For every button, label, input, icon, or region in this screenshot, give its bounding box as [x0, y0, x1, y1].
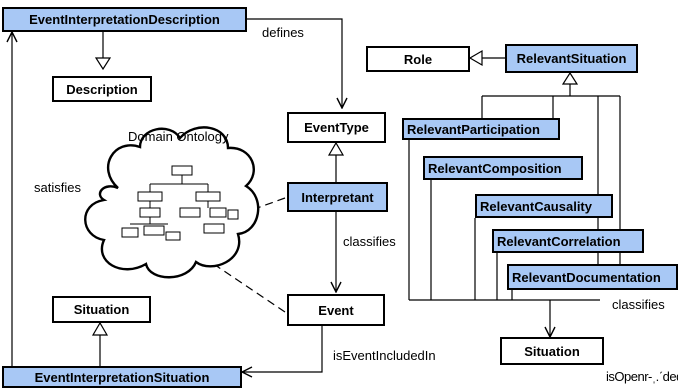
box-event-interpretation-description[interactable]: EventInterpretationDescription: [2, 7, 247, 32]
box-role[interactable]: Role: [366, 46, 470, 72]
cloud-icon: [84, 126, 260, 279]
label-classifies-right: classifies: [612, 297, 665, 312]
box-event-type[interactable]: EventType: [287, 112, 386, 143]
classifies-right-link: [409, 299, 600, 337]
box-description[interactable]: Description: [52, 76, 152, 102]
generalization-eis-situation: [91, 321, 109, 366]
generalization-eid-description: [94, 31, 112, 71]
defines-link: [247, 18, 342, 108]
box-situation-right[interactable]: Situation: [500, 337, 604, 365]
box-relevant-situation[interactable]: RelevantSituation: [505, 44, 638, 73]
box-relevant-causality[interactable]: RelevantCausality: [475, 194, 613, 218]
box-relevant-participation[interactable]: RelevantParticipation: [402, 118, 560, 140]
box-relevant-correlation[interactable]: RelevantCorrelation: [492, 229, 644, 253]
generalization-relsit-role: [468, 49, 505, 67]
generalization-interpretant-eventtype: [327, 141, 345, 182]
box-relevant-documentation[interactable]: RelevantDocumentation: [507, 264, 678, 290]
box-interpretant[interactable]: Interpretant: [287, 182, 388, 212]
is-event-included-in-link: [242, 326, 323, 372]
box-situation-left[interactable]: Situation: [52, 296, 151, 323]
box-relevant-composition[interactable]: RelevantComposition: [423, 156, 583, 180]
box-event-interpretation-situation[interactable]: EventInterpretationSituation: [2, 366, 242, 388]
label-is-event-included-in-clipped: isOpenr‐ˌ.ˊdedIr: [606, 369, 678, 384]
label-classifies-center: classifies: [343, 234, 396, 249]
label-defines: defines: [262, 25, 304, 40]
box-event[interactable]: Event: [287, 294, 385, 326]
label-is-event-included-in: isEventIncludedIn: [333, 348, 436, 363]
label-domain-ontology: Domain Ontology: [128, 129, 229, 144]
label-satisfies: satisfies: [34, 180, 81, 195]
